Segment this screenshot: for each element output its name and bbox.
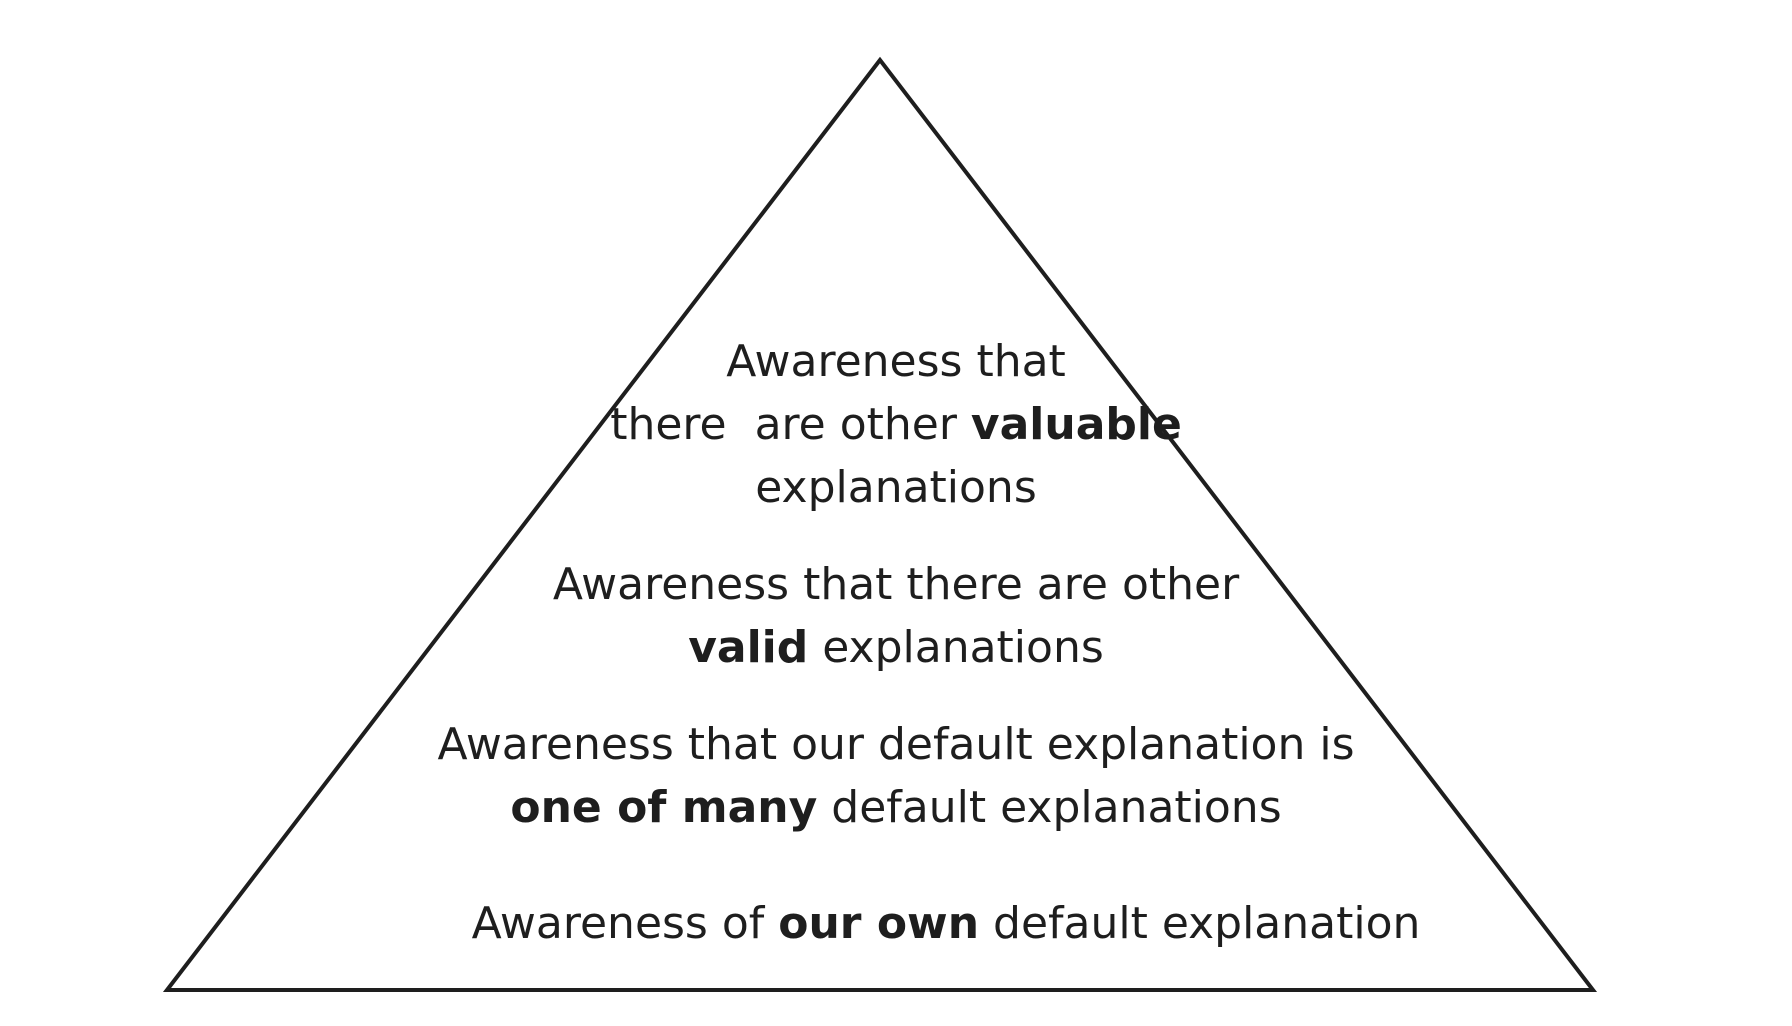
level-line: Awareness of our own default explanation xyxy=(471,898,1421,949)
level-line: Awareness that our default explanation i… xyxy=(437,719,1355,770)
pyramid-outline xyxy=(162,56,1598,992)
level-line: Awareness that there are other xyxy=(552,559,1240,610)
pyramid-level-valid: Awareness that there are other valid exp… xyxy=(386,553,1406,679)
level-line: valid explanations xyxy=(688,622,1104,673)
level-line: there are other valuable xyxy=(610,399,1182,450)
level-line: Awareness that xyxy=(726,336,1066,387)
level-line: explanations xyxy=(755,462,1037,513)
level-line: one of many default explanations xyxy=(510,782,1282,833)
pyramid-level-one-of-many: Awareness that our default explanation i… xyxy=(386,713,1406,839)
pyramid-level-our-own: Awareness of our own default explanation xyxy=(436,892,1456,955)
pyramid-level-valuable: Awareness that there are other valuable … xyxy=(386,330,1406,519)
